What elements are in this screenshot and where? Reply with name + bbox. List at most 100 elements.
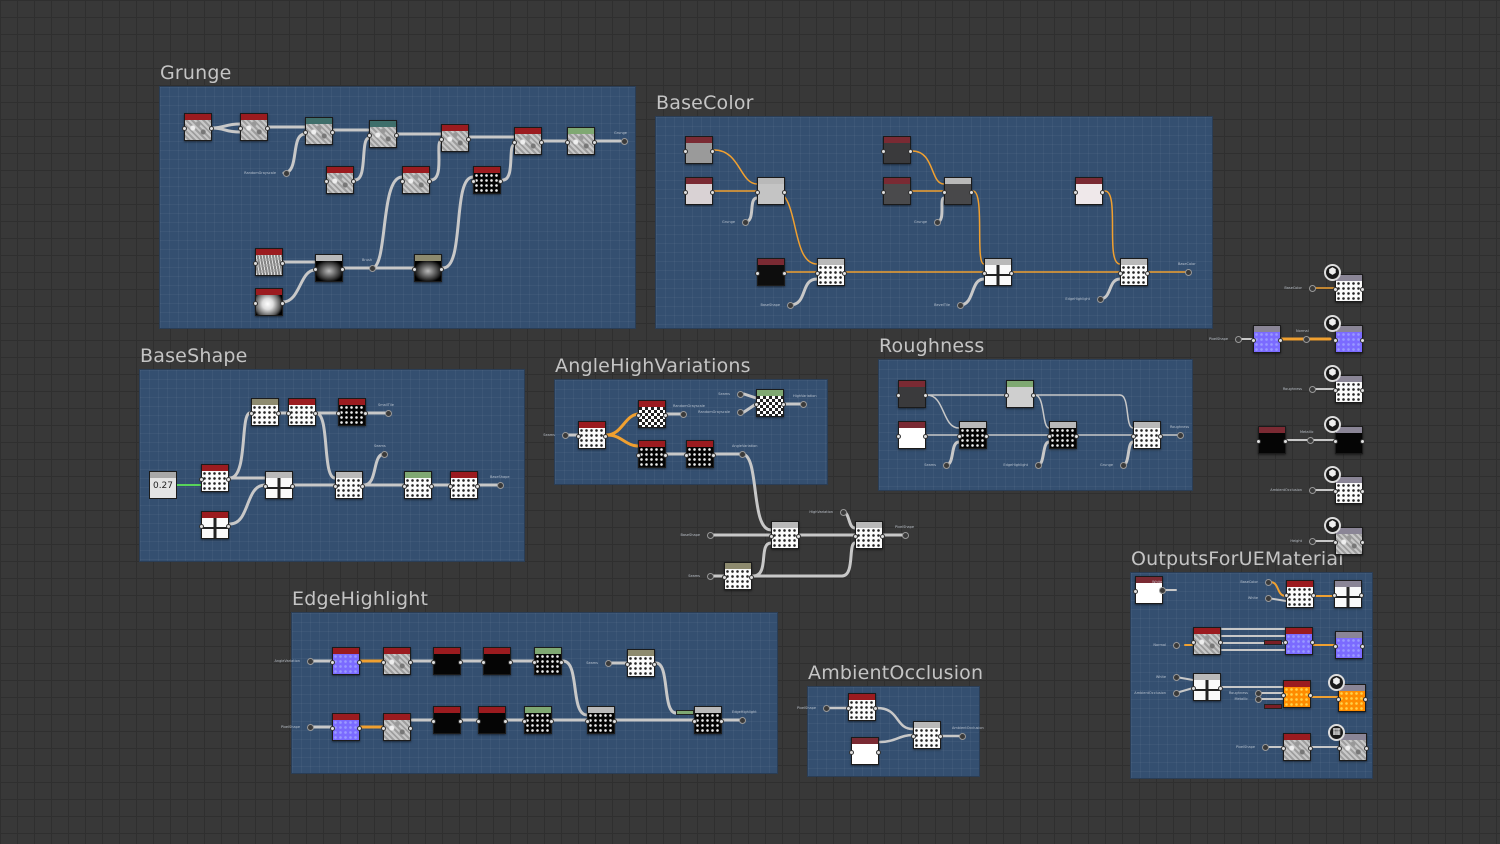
graph-node[interactable] — [755, 177, 787, 205]
output-port[interactable] — [439, 267, 444, 272]
input-port[interactable] — [755, 271, 760, 276]
graph-node[interactable] — [1118, 258, 1150, 286]
graph-node[interactable] — [481, 647, 513, 675]
output-port[interactable] — [360, 484, 365, 489]
graph-io-pin[interactable] — [283, 170, 290, 177]
graph-io-pin[interactable] — [1185, 269, 1192, 276]
graph-node[interactable] — [576, 421, 608, 449]
graph-io-pin[interactable] — [1265, 579, 1272, 586]
input-port[interactable] — [636, 413, 641, 418]
input-port[interactable] — [1133, 589, 1138, 594]
input-port[interactable] — [381, 726, 386, 731]
input-port[interactable] — [1191, 686, 1196, 691]
graph-io-pin[interactable] — [1309, 285, 1316, 292]
frame-baseshape[interactable] — [139, 369, 525, 562]
input-port[interactable] — [249, 411, 254, 416]
output-port[interactable] — [782, 190, 787, 195]
graph-node[interactable] — [1047, 421, 1079, 449]
output-port[interactable] — [1145, 271, 1150, 276]
input-port[interactable] — [324, 179, 329, 184]
input-port[interactable] — [769, 534, 774, 539]
input-port[interactable] — [330, 660, 335, 665]
output-port[interactable] — [873, 706, 878, 711]
graph-node[interactable] — [1251, 325, 1283, 353]
output-port[interactable] — [1074, 434, 1079, 439]
output-port[interactable] — [1031, 393, 1036, 398]
input-port[interactable] — [911, 734, 916, 739]
graph-io-pin[interactable] — [800, 401, 807, 408]
graph-io-pin[interactable] — [742, 219, 749, 226]
graph-io-pin[interactable] — [959, 733, 966, 740]
graph-node[interactable] — [815, 258, 847, 286]
graph-node[interactable] — [881, 177, 913, 205]
graph-node[interactable] — [367, 120, 399, 148]
frame-edgehighlight[interactable] — [291, 612, 778, 774]
input-port[interactable] — [815, 271, 820, 276]
graph-io-pin[interactable] — [737, 409, 744, 416]
input-port[interactable] — [1337, 746, 1342, 751]
output-port[interactable] — [876, 750, 881, 755]
input-port[interactable] — [755, 190, 760, 195]
input-port[interactable] — [1333, 388, 1338, 393]
input-port[interactable] — [881, 190, 886, 195]
input-port[interactable] — [896, 434, 901, 439]
graph-io-pin[interactable] — [605, 660, 612, 667]
output-port[interactable] — [1218, 640, 1223, 645]
graph-io-pin[interactable] — [737, 391, 744, 398]
graph-node[interactable] — [755, 258, 787, 286]
graph-io-pin[interactable] — [787, 302, 794, 309]
output-port[interactable] — [663, 413, 668, 418]
output-port[interactable] — [612, 719, 617, 724]
output-port[interactable] — [781, 402, 786, 407]
graph-io-pin[interactable] — [707, 532, 714, 539]
output-port[interactable] — [226, 477, 231, 482]
input-port[interactable] — [684, 453, 689, 458]
output-port[interactable] — [340, 267, 345, 272]
output-port[interactable] — [466, 137, 471, 142]
graph-node[interactable] — [324, 166, 356, 194]
output-port[interactable] — [1218, 686, 1223, 691]
input-port[interactable] — [636, 453, 641, 458]
input-port[interactable] — [1251, 338, 1256, 343]
output-port[interactable] — [938, 734, 943, 739]
output-port[interactable] — [796, 534, 801, 539]
graph-io-pin[interactable] — [1035, 462, 1042, 469]
graph-io-pin[interactable] — [307, 658, 314, 665]
input-port[interactable] — [286, 411, 291, 416]
output-port[interactable] — [280, 261, 285, 266]
graph-io-pin[interactable] — [680, 411, 687, 418]
graph-node[interactable] — [471, 166, 503, 194]
graph-node[interactable] — [585, 706, 617, 734]
graph-node[interactable] — [431, 706, 463, 734]
input-port[interactable] — [431, 719, 436, 724]
graph-node[interactable] — [253, 248, 285, 276]
input-port[interactable] — [1118, 271, 1123, 276]
graph-io-pin[interactable] — [1265, 595, 1272, 602]
input-port[interactable] — [683, 149, 688, 154]
graph-io-pin[interactable] — [1097, 296, 1104, 303]
output-port[interactable] — [1364, 746, 1369, 751]
output-port[interactable] — [749, 575, 754, 580]
graph-node[interactable] — [1256, 426, 1288, 454]
input-port[interactable] — [853, 534, 858, 539]
graph-io-pin[interactable] — [497, 482, 504, 489]
output-port[interactable] — [984, 434, 989, 439]
graph-io-pin[interactable] — [369, 265, 376, 272]
output-port[interactable] — [226, 524, 231, 529]
output-port[interactable] — [313, 411, 318, 416]
graph-io-pin[interactable] — [1309, 386, 1316, 393]
graph-node[interactable] — [1333, 527, 1365, 555]
input-port[interactable] — [522, 719, 527, 724]
graph-node[interactable] — [1333, 426, 1365, 454]
graph-node[interactable] — [333, 471, 365, 499]
graph-io-pin[interactable] — [902, 532, 909, 539]
graph-node[interactable] — [896, 421, 928, 449]
input-port[interactable] — [565, 140, 570, 145]
graph-io-pin[interactable] — [1309, 487, 1316, 494]
graph-node[interactable] — [476, 706, 508, 734]
output-port[interactable] — [1360, 287, 1365, 292]
graph-io-pin[interactable] — [739, 717, 746, 724]
output-port[interactable] — [503, 719, 508, 724]
output-port[interactable] — [923, 393, 928, 398]
output-port[interactable] — [1311, 593, 1316, 598]
